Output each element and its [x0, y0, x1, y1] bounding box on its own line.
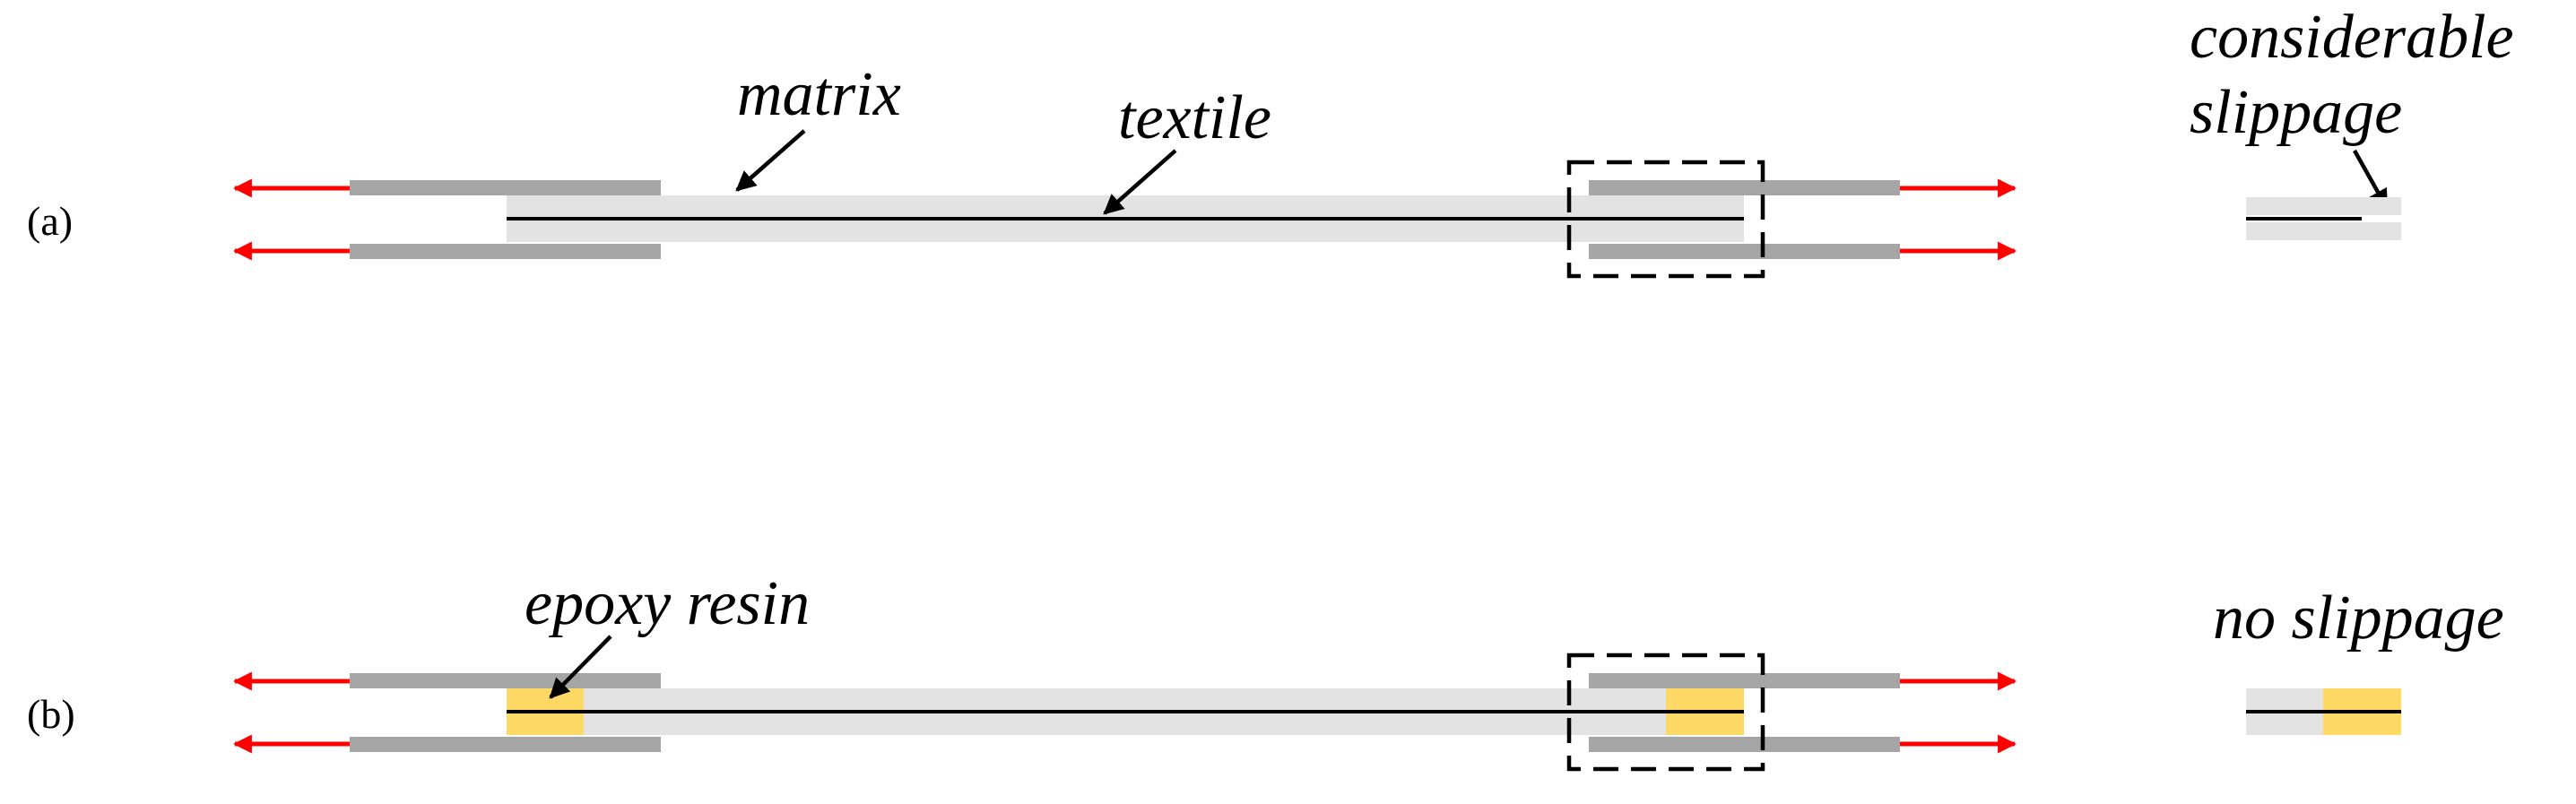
considerable-slippage-label-line2: slippage: [2190, 78, 2402, 147]
panel-b-detail-box: [1566, 653, 1765, 772]
panel-b-grip-bottom-right: [1589, 737, 1900, 752]
panel-a-grip-bottom-right: [1589, 244, 1900, 259]
epoxy-pointer-arrow: [549, 635, 612, 699]
panel-b-grip-top-right: [1589, 673, 1900, 688]
considerable-slippage-label-line1: considerable: [2190, 3, 2514, 72]
panel-a: (a) matrix textile considerable slippage: [27, 3, 2514, 279]
panel-a-grip-bottom-left: [350, 244, 661, 259]
panel-a-grip-top-right: [1589, 180, 1900, 195]
matrix-pointer-arrow: [735, 129, 806, 192]
detail-a-matrix-bottom: [2246, 222, 2401, 240]
panel-a-label: (a): [27, 198, 73, 244]
panel-a-detail-box: [1566, 160, 1765, 279]
panel-a-grip-top-left: [350, 180, 661, 195]
panel-b-grip-top-left: [350, 673, 661, 688]
epoxy-resin-label: epoxy resin: [525, 569, 810, 638]
panel-b: (b) epoxy resin no slippage: [27, 569, 2504, 772]
no-slippage-label: no slippage: [2213, 584, 2504, 653]
panel-b-grip-bottom-left: [350, 737, 661, 752]
matrix-label: matrix: [737, 60, 901, 129]
panel-b-label: (b): [27, 691, 75, 737]
textile-label: textile: [1118, 83, 1271, 152]
textile-pointer-arrow: [1103, 149, 1177, 215]
detail-a-matrix-top: [2246, 197, 2401, 215]
